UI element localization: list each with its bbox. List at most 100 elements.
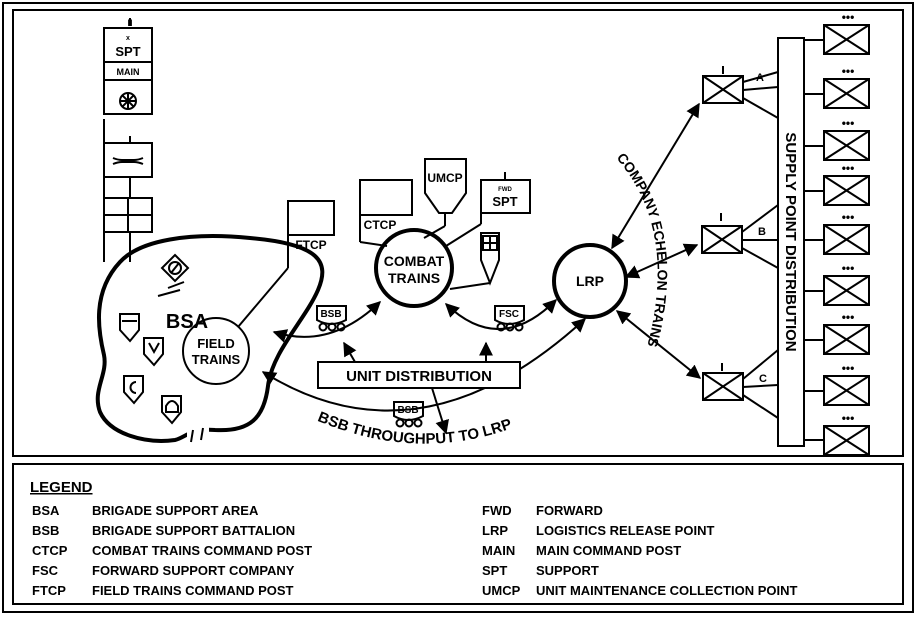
bsa-area [95,234,325,443]
field-trains-label-2: TRAINS [192,352,241,367]
legend-desc: MAIN COMMAND POST [536,543,681,558]
legend-abbr: SPT [482,563,507,578]
lrp-to-company-c-arrow [615,310,702,379]
svg-text:•••: ••• [842,161,855,175]
unit-distribution-box [317,361,521,389]
field-trains-circle [182,317,250,385]
supply-point-distribution-bar [777,37,805,447]
main-label: MAIN [117,67,140,77]
combat-trains-circle [374,228,454,308]
fwd-spt-unit: FWD SPT [445,172,531,247]
legend-abbr: UMCP [482,583,521,598]
legend-abbr: FSC [32,563,59,578]
bsb-throughput-arrow [261,318,587,412]
platoon-box: ••• [804,64,870,109]
company-c-label: C [759,373,767,385]
unit-distribution-label: UNIT DISTRIBUTION [346,368,492,385]
platoon-box: ••• [804,361,870,406]
legend-desc: UNIT MAINTENANCE COLLECTION POINT [536,583,797,598]
legend-right-column: FWD FORWARD LRP LOGISTICS RELEASE POINT … [482,503,797,598]
fsc-truck-icon: FSC [494,305,525,332]
platoon-box: ••• [804,261,870,306]
lrp-to-company-b-arrow [624,243,699,279]
legend-abbr: BSA [32,503,60,518]
legend-box [12,463,904,605]
svg-text:•••: ••• [842,361,855,375]
platoon-box: ••• [804,161,870,206]
lrp-to-company-a-arrow [611,102,700,250]
legend-abbr: MAIN [482,543,515,558]
platoon-box: ••• [804,310,870,355]
legend-title: LEGEND [30,479,93,496]
diagram-frame [12,9,904,457]
moon-diamond-icon [123,375,144,405]
company-c-unit: C [702,349,779,419]
legend-abbr: LRP [482,523,508,538]
bell-diamond-icon [161,395,182,425]
company-b-label: B [758,226,766,238]
legend-desc: FORWARD [536,503,603,518]
cup-diamond-icon [143,337,164,367]
bsb-throughput-truck-icon: BSB [393,401,424,428]
legend-desc: FIELD TRAINS COMMAND POST [92,583,294,598]
ftcp-label: FTCP [295,238,326,252]
legend-desc: BRIGADE SUPPORT AREA [92,503,259,518]
ftcp-flag: FTCP [237,200,335,328]
bsa-break-mark [190,429,194,443]
lrp-circle [552,243,628,319]
spt-main-x-label: x [126,35,130,42]
svg-text:•••: ••• [842,64,855,78]
supply-point-symbol [449,232,500,290]
shovel-diamond-icon [119,313,140,343]
combat-trains-label-2: TRAINS [388,270,440,286]
legend-desc: LOGISTICS RELEASE POINT [536,523,714,538]
spt-main-stack: II x SPT MAIN [103,18,153,262]
ctcp-label: CTCP [364,218,397,232]
spt-main-label: SPT [115,44,140,59]
wheel-icon [119,92,137,110]
legend-desc: SUPPORT [536,563,599,578]
svg-text:•••: ••• [842,310,855,324]
platoon-box: ••• [804,411,870,456]
legend-desc: BRIGADE SUPPORT BATTALION [92,523,295,538]
supply-point-distribution-label: SUPPLY POINT DISTRIBUTION [782,132,799,351]
legend-desc: COMBAT TRAINS COMMAND POST [92,543,312,558]
spt-main-box [103,27,153,63]
spt-main-echelon-label: II [127,18,132,28]
legend-abbr: CTCP [32,543,68,558]
platoon-box: ••• [804,210,870,255]
company-a-unit: A [702,66,779,119]
svg-text:•••: ••• [842,411,855,425]
legend-abbr: BSB [32,523,59,538]
umcp-symbol: UMCP [423,158,467,239]
field-trains-label-1: FIELD [197,336,235,351]
legend-abbr: FTCP [32,583,66,598]
bsb-truck-icon: BSB [316,305,347,332]
fwd-label: FWD [498,187,512,193]
company-echelon-trains-label: COMPANY ECHELON TRAINS [614,150,671,349]
umcp-label: UMCP [427,171,462,185]
platoon-box: ••• [804,116,870,161]
bone-icon [112,157,144,165]
unit-dist-arrow-left [343,341,357,363]
fwd-spt-label: SPT [492,194,517,209]
bsa-boundary-gap [187,427,209,445]
platoon-box: ••• [804,10,870,55]
legend-abbr: FWD [482,503,512,518]
platoon-boxes: ••• ••• ••• ••• ••• ••• [804,10,870,456]
svg-text:•••: ••• [842,116,855,130]
bsb-truck-label: BSB [320,309,341,320]
bsa-label: BSA [166,311,208,333]
unit-dist-arrow-down [431,387,449,435]
legend-left-column: BSA BRIGADE SUPPORT AREA BSB BRIGADE SUP… [32,503,312,598]
svg-text:•••: ••• [842,210,855,224]
no-entry-diamond-icon [157,253,190,297]
ctcp-flag: CTCP [359,179,413,247]
legend-desc: FORWARD SUPPORT COMPANY [92,563,295,578]
svg-text:•••: ••• [842,261,855,275]
combat-trains-label-1: COMBAT [384,253,445,269]
company-b-unit: B [701,204,779,269]
lrp-label: LRP [576,273,604,289]
